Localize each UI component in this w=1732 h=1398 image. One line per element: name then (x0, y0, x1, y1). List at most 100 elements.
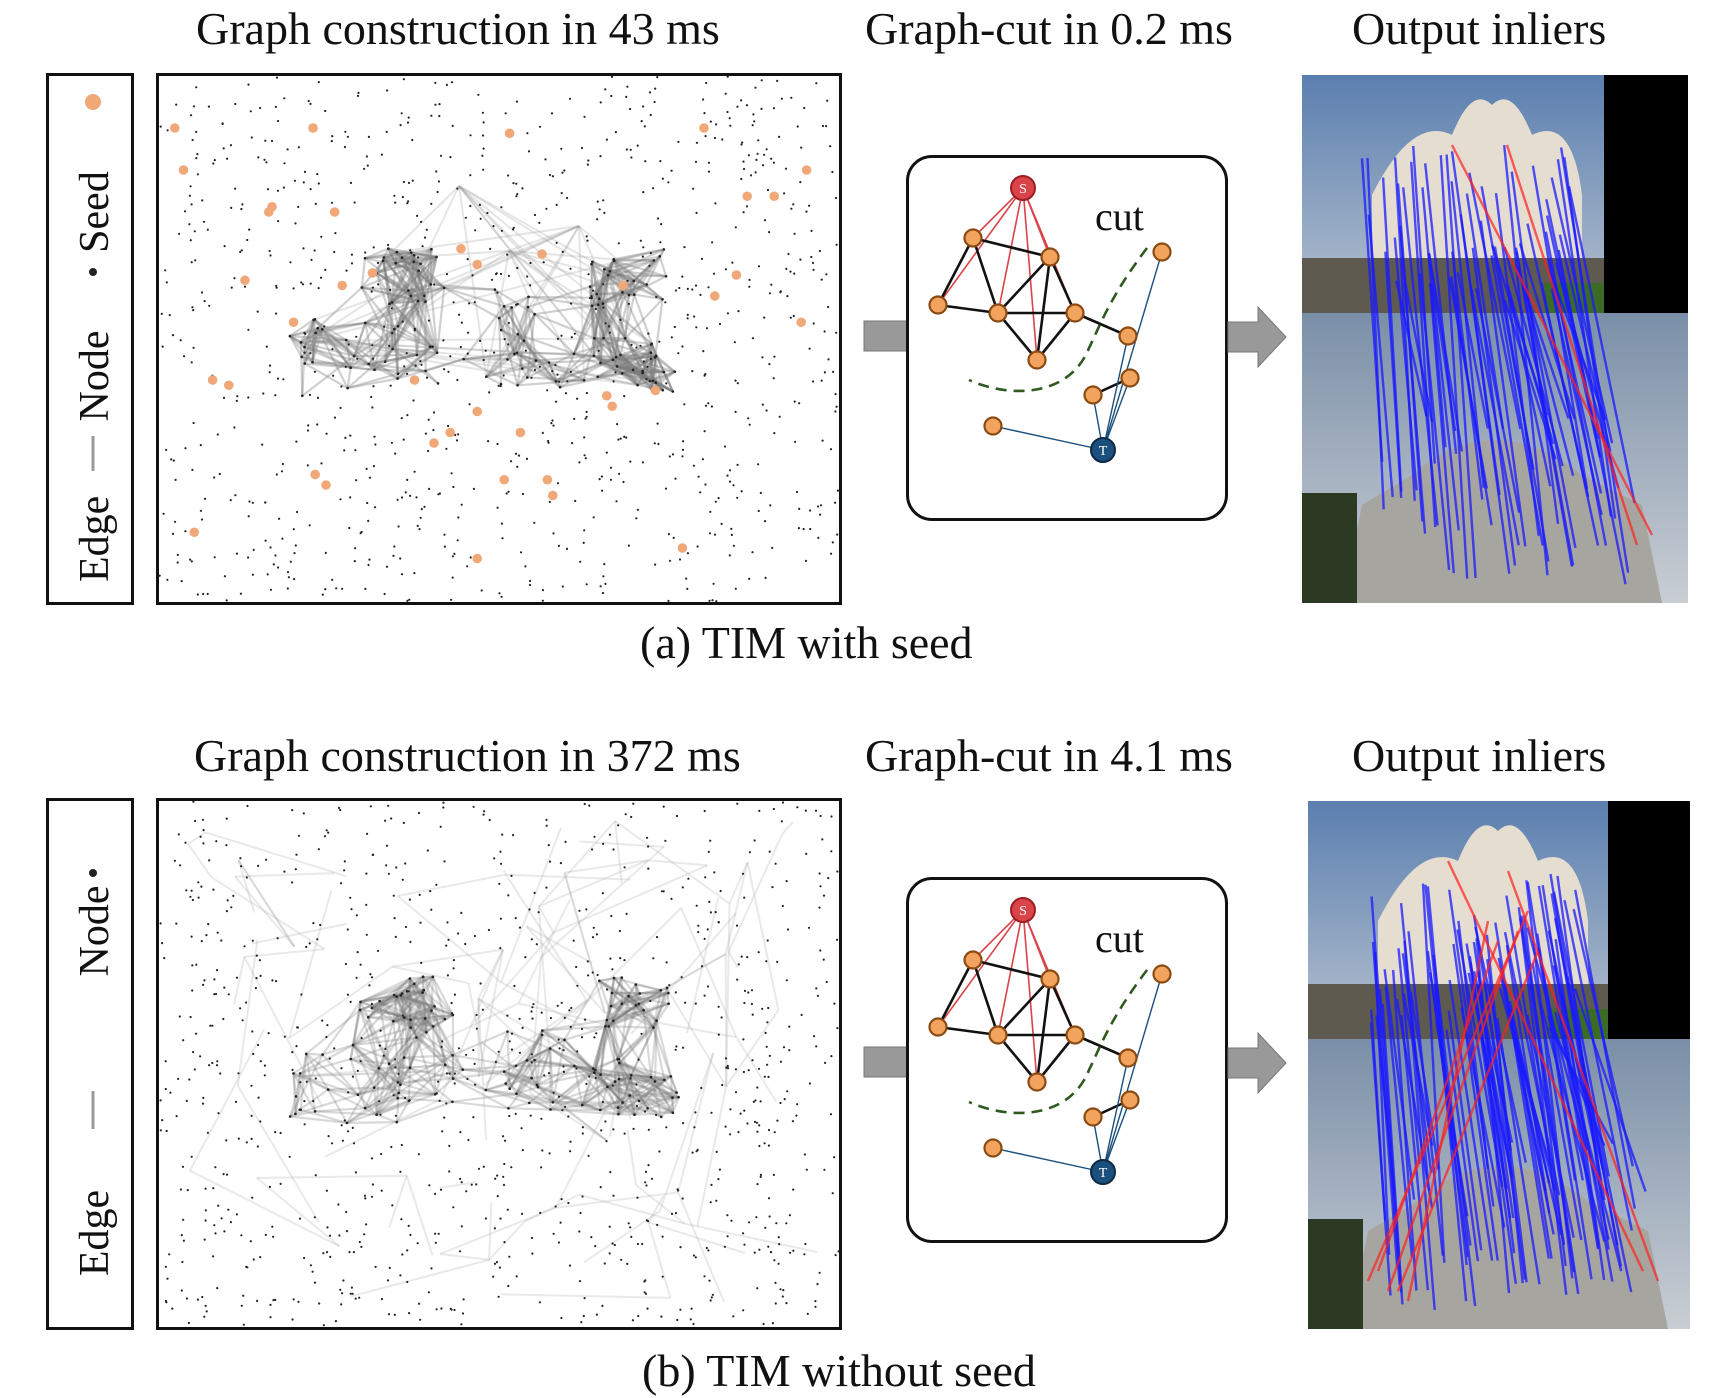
edge (597, 304, 605, 339)
node (772, 1173, 776, 1176)
edge (607, 1075, 672, 1088)
node (184, 447, 187, 450)
seed-node (224, 380, 234, 391)
edge (616, 365, 675, 373)
node (751, 1059, 754, 1062)
edge (615, 356, 634, 371)
edge (346, 1083, 402, 1124)
node (302, 812, 305, 815)
edge (289, 335, 302, 344)
node (521, 1026, 524, 1029)
inlier-match (1558, 234, 1612, 452)
node (317, 182, 320, 185)
node (765, 409, 768, 412)
node (188, 223, 191, 226)
nodes (159, 801, 839, 1327)
edge (599, 1019, 608, 1075)
edge (395, 996, 412, 1029)
edge (463, 351, 518, 361)
edge (432, 1026, 437, 1095)
node (432, 411, 436, 414)
node (726, 1067, 730, 1070)
legend-node-label: Node (72, 331, 118, 422)
edge (631, 1074, 652, 1079)
node (748, 285, 751, 288)
edge (593, 1019, 608, 1073)
node (834, 410, 837, 413)
node (730, 527, 733, 530)
node (257, 864, 260, 867)
row-b-left-arrow (862, 1040, 912, 1086)
node (623, 1132, 626, 1135)
node (643, 1110, 647, 1113)
node (819, 949, 822, 952)
edge (393, 975, 434, 996)
node (717, 921, 720, 924)
edge (354, 353, 417, 358)
node (753, 1251, 756, 1254)
node (724, 268, 728, 271)
node (429, 890, 432, 893)
node (627, 302, 630, 305)
node (419, 262, 422, 266)
node (682, 1122, 685, 1125)
node (409, 1018, 412, 1021)
node (560, 1316, 563, 1320)
edge (550, 1104, 583, 1111)
edge (301, 355, 355, 397)
node (199, 1055, 202, 1058)
edge (434, 1064, 447, 1095)
node (649, 357, 652, 360)
edge (612, 358, 643, 373)
edge (563, 1039, 596, 1074)
edge (650, 1076, 674, 1114)
node (487, 928, 490, 932)
edge (642, 1009, 655, 1029)
node (707, 286, 710, 289)
edge (727, 833, 784, 953)
node (438, 492, 441, 495)
node (745, 205, 749, 208)
edge (618, 1062, 649, 1109)
node (309, 282, 312, 285)
node (259, 1120, 262, 1123)
node (454, 433, 457, 437)
edge (485, 333, 519, 378)
edge (402, 991, 423, 995)
edge (620, 353, 656, 359)
node (348, 1251, 351, 1254)
edge (505, 1047, 551, 1085)
node (508, 1114, 511, 1118)
node (820, 379, 823, 382)
node (481, 111, 484, 114)
edge (409, 295, 418, 356)
edge (483, 999, 588, 1086)
edge (396, 261, 415, 327)
node (442, 806, 445, 809)
edge (627, 995, 655, 1029)
edge (300, 338, 347, 344)
node (393, 327, 396, 331)
edge (395, 982, 415, 998)
node (611, 968, 614, 971)
node (788, 1025, 791, 1028)
node (756, 1086, 759, 1089)
node (527, 150, 531, 153)
edge (593, 337, 634, 371)
node (180, 1289, 183, 1292)
node (692, 464, 696, 467)
node (557, 1095, 561, 1098)
node (806, 1312, 809, 1315)
node (420, 363, 423, 366)
node (184, 530, 187, 533)
edge (424, 1017, 464, 1071)
node (795, 1114, 798, 1117)
node (715, 123, 718, 126)
node (581, 1126, 584, 1129)
node (750, 1002, 754, 1006)
node (809, 527, 812, 531)
node (264, 501, 267, 504)
edge (357, 1056, 405, 1096)
node (409, 1026, 412, 1029)
node (752, 1100, 755, 1103)
